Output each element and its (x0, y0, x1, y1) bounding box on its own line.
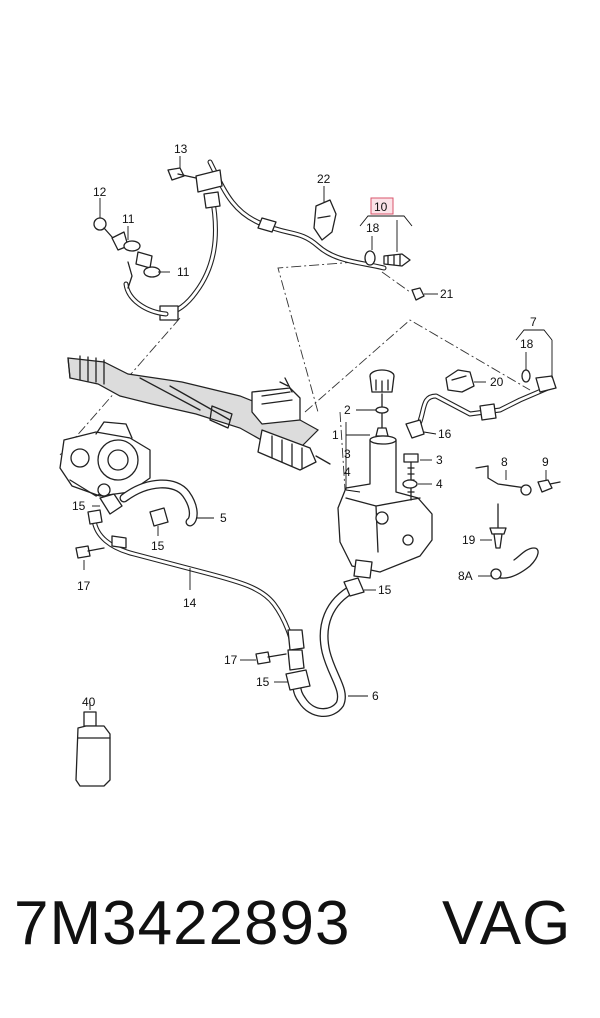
label-15-c: 15 (378, 583, 392, 597)
label-18-right: 18 (520, 337, 534, 351)
bolt-13 (167, 167, 197, 181)
label-4-left: 4 (344, 465, 351, 479)
bolt-17b (255, 651, 287, 665)
label-8: 8 (501, 455, 508, 469)
label-11-upper: 11 (122, 212, 135, 226)
label-10: 10 (374, 200, 388, 214)
bolt-17a (75, 545, 105, 559)
label-22: 22 (317, 172, 331, 186)
brand-text: VAG (442, 889, 572, 958)
pump-assembly (59, 421, 151, 497)
clamp-15a (99, 493, 123, 515)
bolt-3 (402, 453, 419, 501)
return-line (405, 369, 557, 439)
label-21: 21 (440, 287, 454, 301)
label-7: 7 (530, 315, 537, 329)
clamp-15d (285, 669, 311, 691)
label-40: 40 (82, 695, 96, 709)
label-3-left: 3 (344, 447, 351, 461)
label-8A: 8A (458, 569, 473, 583)
pressure-pipe-upper (123, 159, 387, 321)
clamp-15c (343, 577, 365, 597)
label-13: 13 (174, 142, 188, 156)
hose-5 (119, 479, 198, 527)
label-15-b: 15 (151, 539, 165, 553)
label-11-lower: 11 (177, 265, 190, 279)
label-3-right: 3 (436, 453, 443, 467)
steering-rack (67, 355, 331, 471)
fluid-bottle-40 (75, 711, 111, 787)
clamp-15b (149, 507, 169, 527)
bracket-8A (490, 547, 539, 580)
label-1: 1 (332, 428, 339, 442)
label-16: 16 (438, 427, 452, 441)
label-14: 14 (183, 596, 197, 610)
part-number-text: 7M3422893 (14, 889, 351, 958)
label-19: 19 (462, 533, 476, 547)
pipe-14 (87, 509, 305, 671)
clip-20 (445, 369, 475, 393)
union-10 (364, 250, 425, 301)
label-17-left: 17 (77, 579, 91, 593)
leader-lines (83, 156, 553, 710)
caption: 7M3422893 VAG (0, 888, 600, 984)
label-5: 5 (220, 511, 227, 525)
number-labels: 13 22 10 18 12 11 11 21 7 18 20 2 16 1 3… (72, 142, 549, 709)
highlight-box-10 (370, 197, 394, 215)
label-12: 12 (93, 185, 107, 199)
clip-19 (489, 503, 507, 549)
label-20: 20 (490, 375, 504, 389)
reservoir-1 (337, 435, 433, 579)
parts-diagram: 13 22 10 18 12 11 11 21 7 18 20 2 16 1 3… (59, 142, 561, 787)
label-18-upper: 18 (366, 221, 380, 235)
label-15-a: 15 (72, 499, 86, 513)
reservoir-cap (369, 369, 395, 437)
label-17-right: 17 (224, 653, 238, 667)
label-6: 6 (372, 689, 379, 703)
clip-22 (313, 199, 337, 241)
washers-11 (123, 240, 161, 289)
label-4-right: 4 (436, 477, 443, 491)
label-15-d: 15 (256, 675, 270, 689)
label-2: 2 (344, 403, 351, 417)
bracket-8 (475, 465, 561, 496)
hose-6 (292, 583, 359, 717)
label-9: 9 (542, 455, 549, 469)
